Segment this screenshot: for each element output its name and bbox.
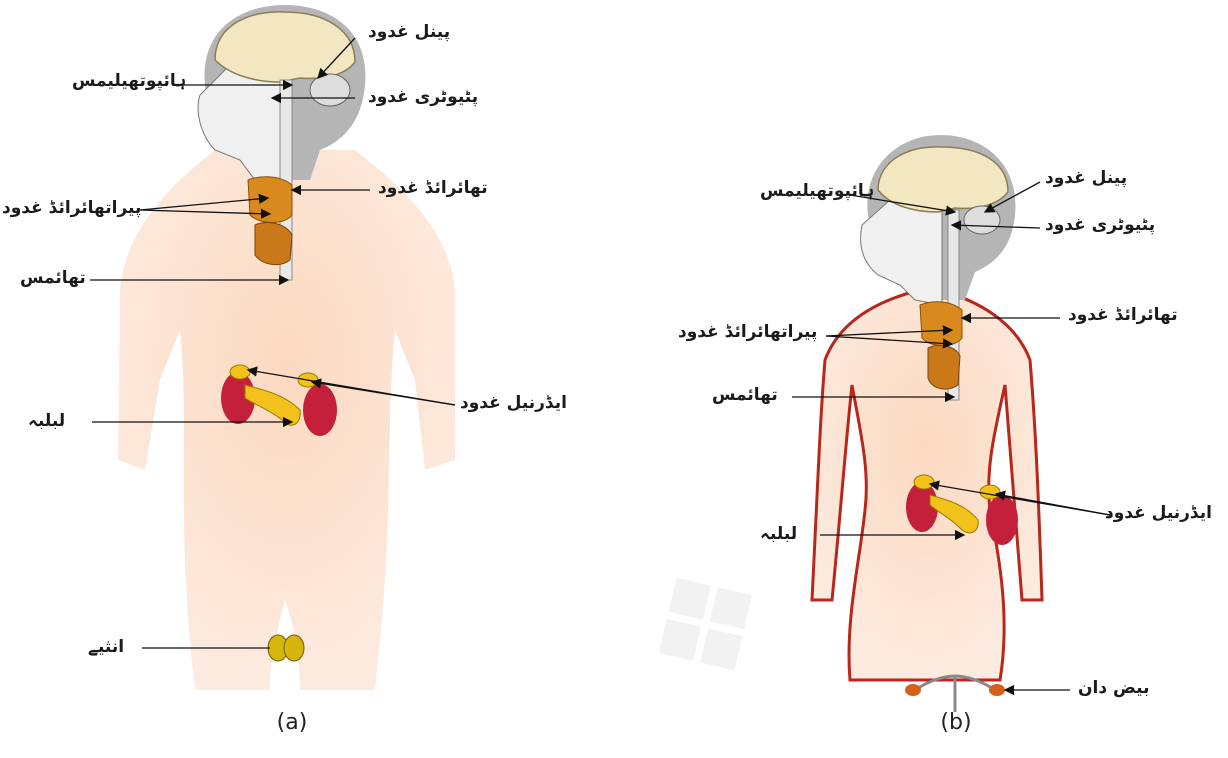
panel-a-label-testes: انثیے bbox=[88, 636, 124, 657]
panel-b-kidney-right bbox=[986, 495, 1018, 545]
panel-b-label-hypothalamus: ہائپوتھیلیمس bbox=[760, 180, 874, 201]
panel-a-caption: (a) bbox=[262, 710, 322, 735]
panel-b-label-parathyroid: پیراتھائرائڈ غدود bbox=[678, 322, 817, 342]
panel-b-thyroid bbox=[920, 302, 962, 346]
panel-a-label-pineal: پینل غدود bbox=[368, 22, 450, 42]
panel-a-label-thyroid: تھائرائڈ غدود bbox=[378, 178, 488, 198]
panel-a-testis-right bbox=[284, 635, 304, 661]
panel-a-adrenal-left bbox=[230, 365, 250, 379]
panel-b-thymus bbox=[928, 345, 960, 389]
panel-a-label-parathyroid: پیراتھائرائڈ غدود bbox=[2, 198, 141, 218]
panel-b-uterus bbox=[915, 676, 995, 712]
panel-b-cerebellum bbox=[964, 206, 1000, 234]
panel-b-adrenal-left bbox=[914, 475, 934, 489]
panel-a-label-pituitary: پٹیوٹری غدود bbox=[368, 87, 478, 107]
panel-a-label-hypothalamus: ہائپوتھیلیمس bbox=[72, 70, 186, 91]
panel-b-caption: (b) bbox=[926, 710, 986, 735]
panel-b-label-thymus: تھائمس bbox=[712, 385, 778, 405]
panel-b-label-pancreas: لبلبہ bbox=[760, 523, 797, 544]
panel-a-label-adrenal: ایڈرنیل غدود bbox=[460, 393, 567, 413]
panel-a-thymus bbox=[255, 222, 292, 264]
panel-b-label-pineal: پینل غدود bbox=[1045, 168, 1127, 188]
panel-b-face bbox=[861, 200, 942, 305]
panel-b-adrenal-right bbox=[980, 485, 1000, 499]
panel-a-kidney-right bbox=[303, 384, 337, 436]
panel-a-figure bbox=[90, 5, 455, 690]
panel-b-label-pituitary: پٹیوٹری غدود bbox=[1045, 215, 1155, 235]
panel-b-label-adrenal: ایڈرنیل غدود bbox=[1105, 503, 1212, 523]
panel-b-ovary-left bbox=[905, 684, 921, 696]
panel-b-label-ovaries: بیض دان bbox=[1078, 678, 1150, 698]
panel-a-label-pancreas: لبلبہ bbox=[28, 410, 65, 431]
panel-b-label-thyroid: تھائرائڈ غدود bbox=[1068, 305, 1178, 325]
panel-a-label-thymus: تھائمس bbox=[20, 268, 86, 288]
panel-a-cerebellum bbox=[310, 74, 350, 106]
panel-b-ovary-right bbox=[989, 684, 1005, 696]
